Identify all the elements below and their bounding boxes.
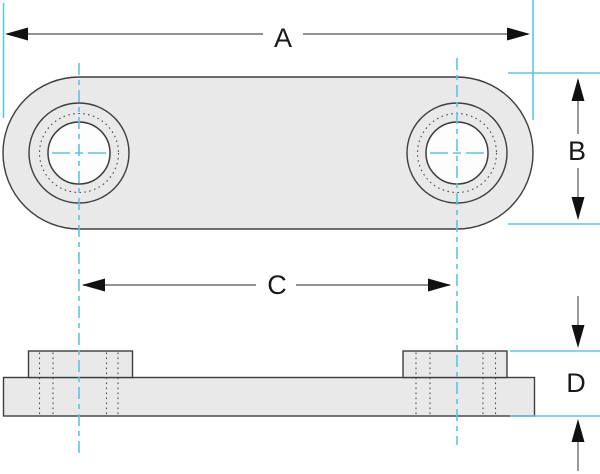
dim-c-right-arrowhead — [428, 278, 451, 292]
left-hole-hidden-circle — [38, 112, 120, 194]
centerlines — [52, 58, 484, 453]
dim-b-bottom-arrowhead — [571, 197, 585, 220]
dim-d-label: D — [566, 368, 586, 398]
base-plate-outline — [2, 376, 536, 417]
dim-b-top-arrowhead — [571, 78, 585, 101]
dim-d-bottom-arrowhead — [571, 419, 585, 442]
dimension-a: A — [2, 0, 534, 120]
dimension-c: C — [82, 270, 451, 300]
dim-c-label: C — [267, 270, 287, 300]
dim-a-left-arrowhead — [5, 27, 28, 41]
right-hole-hidden-lines — [415, 352, 497, 415]
dim-a-label: A — [274, 23, 292, 53]
side-view — [2, 350, 536, 417]
dimension-b: B — [508, 72, 600, 225]
dim-b-label: B — [568, 136, 586, 166]
left-hole-hidden-lines — [38, 352, 119, 415]
dim-a-right-arrowhead — [507, 27, 530, 41]
dim-d-top-arrowhead — [571, 325, 585, 348]
right-boss-profile — [402, 350, 508, 379]
left-boss-profile — [27, 350, 134, 379]
dim-c-left-arrowhead — [82, 278, 105, 292]
dimension-d: D — [510, 296, 600, 471]
